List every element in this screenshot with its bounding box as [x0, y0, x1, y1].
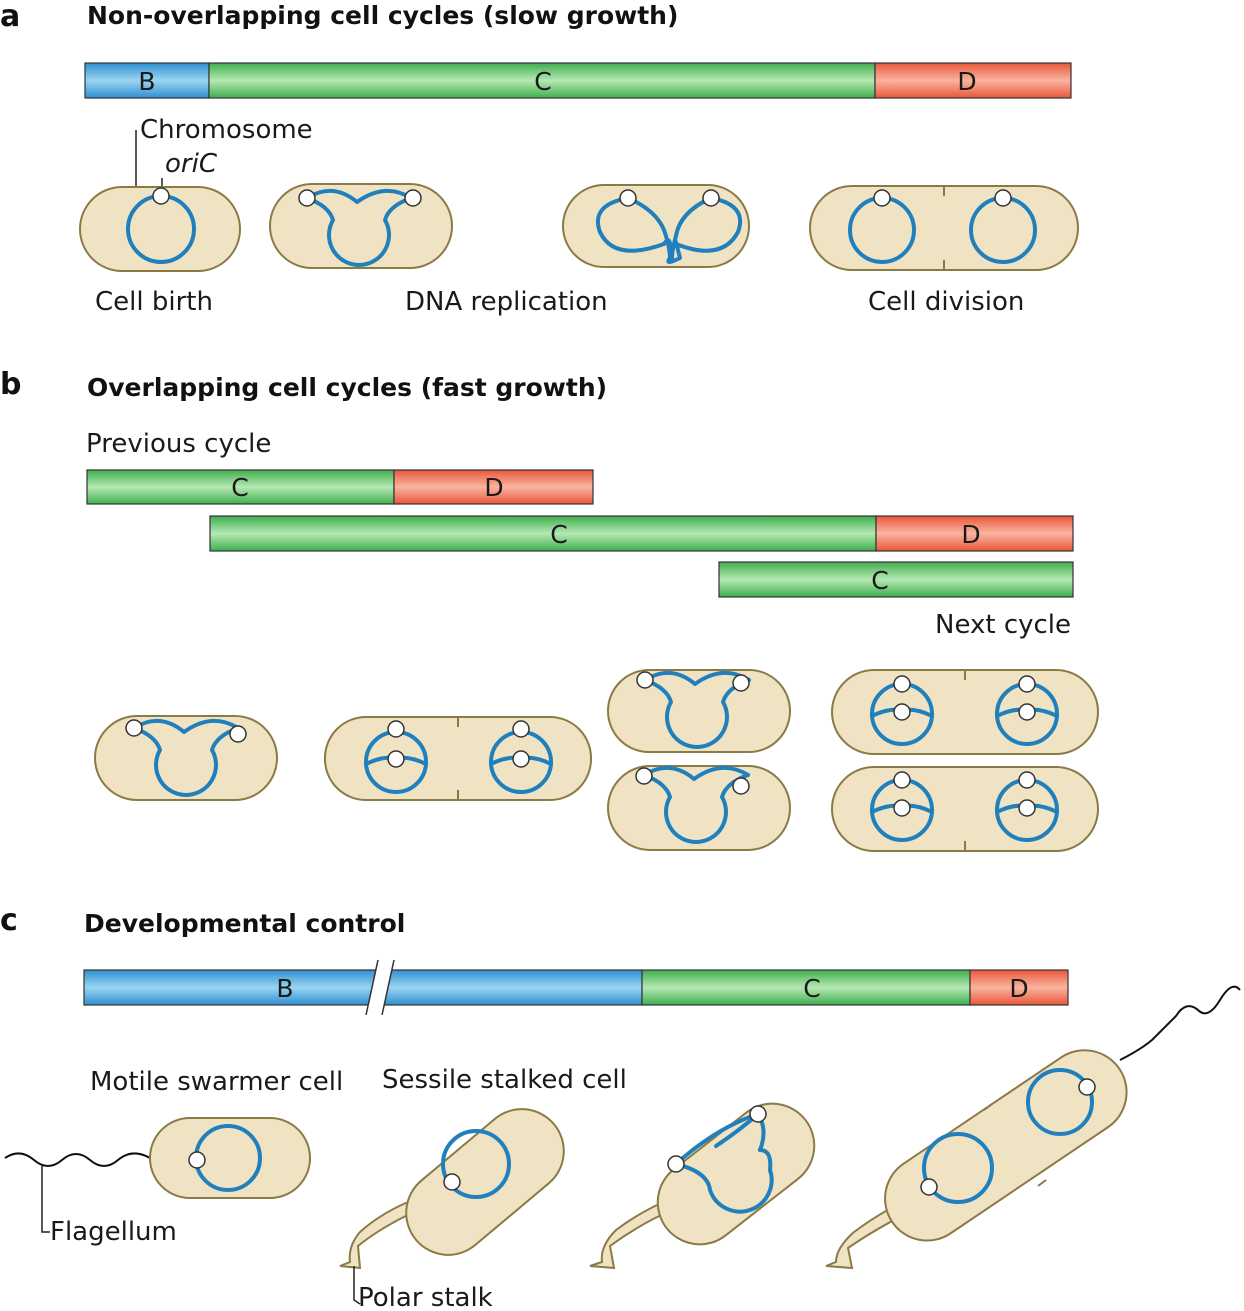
- oric-origin: [152, 187, 170, 205]
- axis-break: [366, 960, 394, 1015]
- current-cycle-bar: C D: [209, 515, 1074, 552]
- current-c-label: C: [550, 520, 567, 549]
- flagellum-leader-line: [41, 1166, 50, 1233]
- panel-a-title: Non-overlapping cell cycles (slow growth…: [87, 1, 678, 30]
- stage-dna-replication: DNA replication: [405, 287, 608, 317]
- cell-division-cell: [809, 185, 1079, 271]
- flagellum: [1119, 985, 1241, 1061]
- stage-cell-division: Cell division: [868, 287, 1024, 317]
- phase-b-segment: [84, 62, 210, 99]
- phase-c-label: C: [803, 974, 820, 1003]
- oric-label: oriC: [165, 149, 218, 179]
- late-replication-cell: [562, 184, 750, 268]
- fast-growth-cell-4a: [831, 669, 1099, 755]
- panel-c-title: Developmental control: [84, 909, 405, 938]
- current-d-label: D: [961, 520, 980, 549]
- flagellum-label: Flagellum: [50, 1217, 177, 1247]
- panel-a: a Non-overlapping cell cycles (slow grow…: [0, 0, 1079, 317]
- stalked-cell-1: Polar stalk: [339, 1108, 565, 1311]
- polar-stalk: [339, 1200, 416, 1270]
- fast-growth-cell-1: [94, 715, 278, 801]
- phase-c-segment: [208, 62, 876, 99]
- next-c-label: C: [871, 566, 888, 595]
- stalked-cell-2: [589, 1102, 816, 1270]
- phase-c-label: C: [534, 67, 551, 96]
- panel-c: c Developmental control B C D Motile swa…: [0, 903, 1241, 1311]
- prev-c-label: C: [231, 473, 248, 502]
- chromosome-label: Chromosome: [140, 115, 313, 145]
- phase-b-segment: [83, 969, 643, 1006]
- cycle-bar-c: B C D: [83, 959, 1069, 1016]
- early-replication-cell: [269, 183, 453, 269]
- panel-letter-c: c: [0, 903, 18, 938]
- stage-cell-birth: Cell birth: [95, 287, 213, 317]
- panel-b: b Overlapping cell cycles (fast growth) …: [0, 367, 1099, 852]
- fast-growth-cell-2: [324, 716, 592, 801]
- previous-cycle-bar: C D: [86, 469, 594, 505]
- panel-letter-a: a: [0, 0, 20, 34]
- phase-b-label: B: [138, 67, 155, 96]
- sessile-stalked-label: Sessile stalked cell: [382, 1065, 627, 1095]
- predivisional-cell: [825, 985, 1241, 1270]
- fast-growth-cell-3a: [607, 669, 791, 753]
- motile-swarmer-label: Motile swarmer cell: [90, 1067, 343, 1097]
- phase-d-segment: [874, 62, 1072, 99]
- flagellum: [4, 1152, 151, 1167]
- phase-c-segment: [641, 969, 971, 1006]
- cell-birth-cell: [79, 186, 241, 272]
- next-cycle-bar: C: [718, 561, 1074, 598]
- fast-growth-cell-3b: [607, 765, 791, 851]
- stalk-leader-line: [353, 1266, 361, 1305]
- phase-d-segment: [969, 969, 1069, 1006]
- swarmer-cell: Flagellum: [4, 1117, 311, 1247]
- prev-d-label: D: [484, 473, 503, 502]
- phase-d-label: D: [1009, 974, 1028, 1003]
- panel-letter-b: b: [0, 367, 21, 402]
- next-cycle-label: Next cycle: [935, 610, 1071, 640]
- polar-stalk-label: Polar stalk: [358, 1283, 493, 1311]
- phase-d-label: D: [957, 67, 976, 96]
- cycle-bar-a: B C D: [84, 62, 1072, 99]
- fast-growth-cell-4b: [831, 766, 1099, 852]
- phase-b-label: B: [276, 974, 293, 1003]
- panel-b-title: Overlapping cell cycles (fast growth): [87, 373, 607, 402]
- previous-cycle-label: Previous cycle: [86, 429, 271, 459]
